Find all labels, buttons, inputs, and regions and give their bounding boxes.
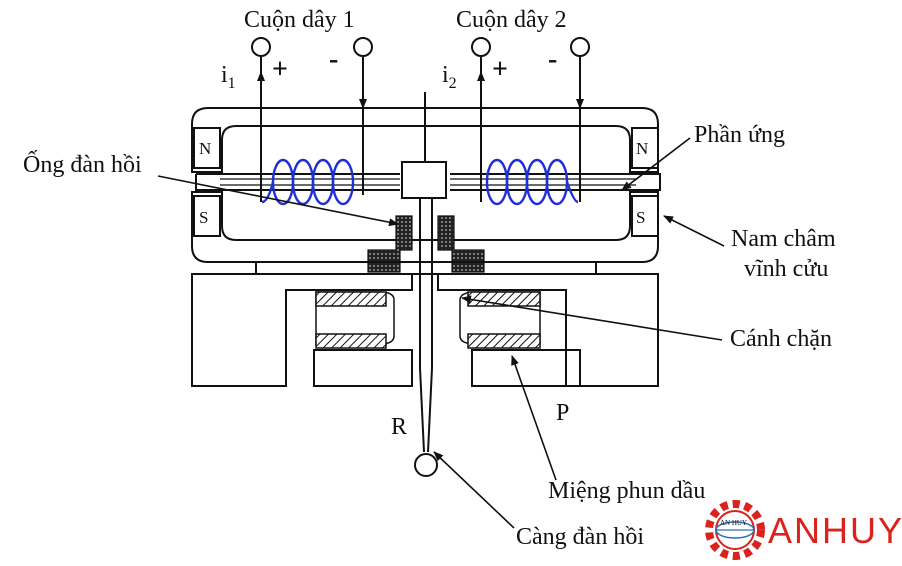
logo-text: ANHUY <box>768 510 902 551</box>
anhuy-logo: AN HUY ANHUY <box>705 500 902 560</box>
minus-1-label: - <box>329 44 338 75</box>
elastic-arm-label: Càng đàn hồi <box>516 524 644 550</box>
coil-2-label: Cuộn dây 2 <box>456 7 567 33</box>
magnet-label-line1: Nam châm <box>731 226 836 252</box>
pole-s-right-label: S <box>636 208 645 227</box>
magnet-label-line2: vĩnh cửu <box>744 256 828 282</box>
coil-leads <box>257 57 584 202</box>
elastic-tube <box>367 215 485 273</box>
port-r-label: R <box>391 414 407 440</box>
pole-n-left-label: N <box>199 139 211 158</box>
feedback-ball <box>414 453 438 477</box>
nozzle-inserts <box>315 291 541 349</box>
port-p-label: P <box>556 400 569 426</box>
coil-2 <box>485 158 579 206</box>
coil-1 <box>261 158 355 206</box>
pole-s-left-label: S <box>199 208 208 227</box>
pole-n-right-label: N <box>636 139 648 158</box>
plus-2-label: + <box>492 54 508 85</box>
current-2-label: i2 <box>442 62 457 92</box>
flapper-spring <box>419 92 433 453</box>
leader-lines <box>157 137 725 529</box>
gear-icon: AN HUY <box>705 500 765 560</box>
nozzle-label: Miệng phun dầu <box>548 478 705 504</box>
pole-pieces <box>193 127 659 237</box>
armature-center-block <box>401 161 447 199</box>
coil-1-label: Cuộn dây 1 <box>244 7 355 33</box>
coil-terminals <box>251 37 590 57</box>
hydraulic-body <box>191 261 659 387</box>
flapper-label: Cánh chặn <box>730 326 832 352</box>
permanent-magnet-frame <box>191 107 659 263</box>
armature-label: Phần ứng <box>694 122 785 148</box>
logo-badge-text: AN HUY <box>720 519 747 527</box>
current-1-label: i1 <box>221 62 236 92</box>
plus-1-label: + <box>272 54 288 85</box>
minus-2-label: - <box>548 44 557 75</box>
elastic-tube-label: Ống đàn hồi <box>23 151 142 178</box>
